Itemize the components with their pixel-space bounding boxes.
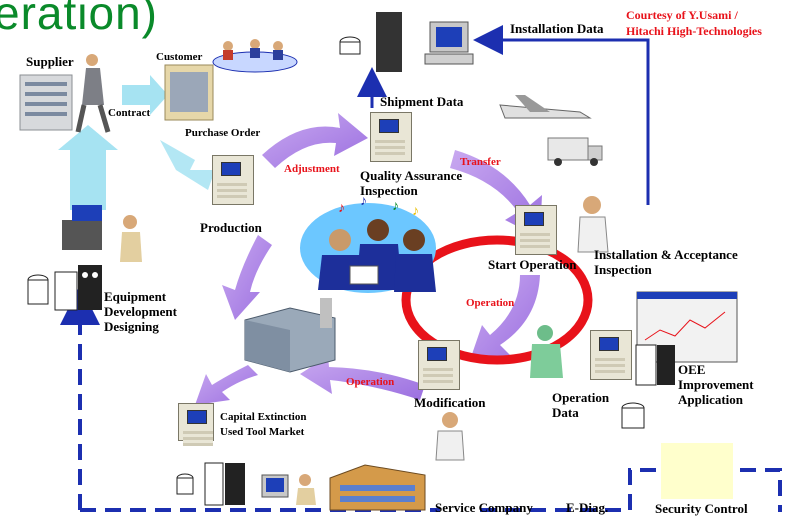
label-customer: Customer [156, 51, 203, 63]
label-modification: Modification [414, 395, 486, 410]
businessman-icon [75, 54, 111, 133]
server-computer-top-icon [339, 12, 474, 72]
label-service-company: Service Company [435, 500, 533, 515]
label-start-operation: Start Operation [488, 257, 577, 272]
label-shipment-data: Shipment Data [380, 94, 464, 109]
database-server-left-icon [27, 265, 102, 311]
customer-building-icon [164, 64, 214, 121]
airplane-icon [499, 95, 592, 119]
svg-text:♪: ♪ [338, 201, 345, 216]
slide-title-fragment: eration) [0, 0, 158, 39]
machine-operation-data-icon [590, 330, 632, 380]
courtesy-note: Courtesy of Y.Usami /Hitachi High-Techno… [626, 8, 762, 38]
label-adjustment: Adjustment [284, 163, 340, 175]
service-server-icon [176, 462, 316, 506]
factory-icon [244, 298, 336, 373]
label-production: Production [200, 220, 262, 235]
label-operation-circle: Operation [466, 297, 515, 309]
cyan-arrows [58, 75, 215, 210]
bottom-inspector-icon [435, 412, 465, 461]
label-installation-data: Installation Data [510, 21, 604, 36]
inspector-icon [577, 196, 609, 253]
supplier-building-icon [19, 74, 73, 131]
svg-text:♪: ♪ [412, 204, 419, 219]
team-icon: ♪ ♪ ♪ ♪ [300, 194, 436, 293]
installation-data-arrow [473, 25, 650, 205]
machine-quality-icon [370, 112, 412, 162]
machine-start-operation-icon [515, 205, 557, 255]
security-control-note [661, 443, 733, 499]
truck-icon [547, 137, 603, 166]
engineer-workstation-icon [62, 205, 142, 262]
svg-text:♪: ♪ [392, 199, 399, 214]
machine-modification-icon [418, 340, 460, 390]
operation-highlight-circle [401, 235, 593, 365]
label-transfer: Transfer [460, 156, 501, 168]
machine-capital-icon [178, 403, 214, 446]
service-company-building-icon [329, 464, 426, 511]
database-icon [621, 402, 645, 429]
meeting-icon [212, 39, 298, 73]
oee-server-icon [635, 344, 675, 386]
label-security-control: Security Control [655, 501, 748, 516]
machine-production-icon [212, 155, 254, 205]
label-contract: Contract [108, 107, 151, 119]
label-operation-arrow: Operation [346, 376, 395, 388]
label-supplier: Supplier [26, 54, 74, 69]
label-e-diag: E-Diag. [566, 500, 609, 515]
operator-icon [530, 325, 563, 378]
svg-text:♪: ♪ [360, 194, 367, 209]
label-purchase-order: Purchase Order [185, 127, 261, 139]
